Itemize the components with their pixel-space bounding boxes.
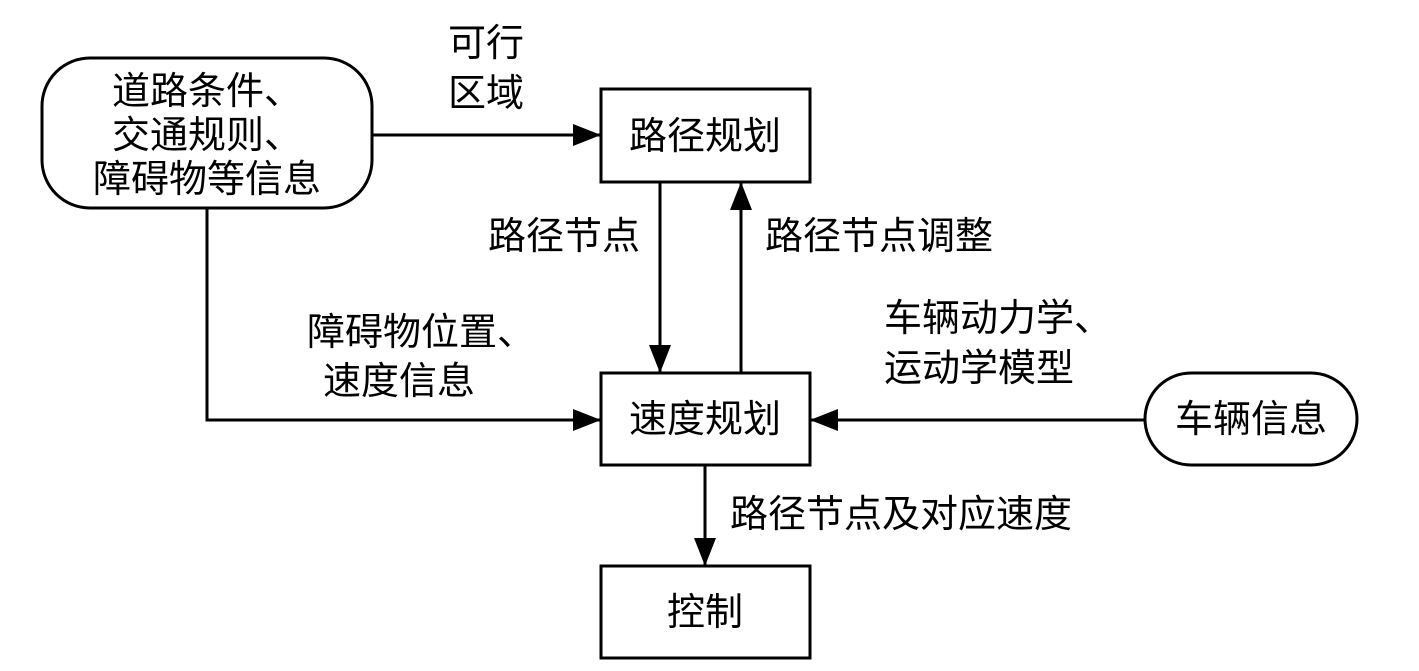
vehicle-info-label: 车辆信息 bbox=[1175, 397, 1327, 441]
control-label: 控制 bbox=[667, 590, 743, 634]
node-speed-planning: 速度规划 bbox=[599, 371, 812, 467]
node-env-info: 道路条件、 交通规则、 障碍物等信息 bbox=[40, 56, 374, 210]
edge-vehicle-model: 车辆动力学、 运动学模型 bbox=[810, 296, 1145, 431]
node-path-planning: 路径规划 bbox=[599, 87, 812, 184]
edge-vehicle-model-label-1: 车辆动力学、 bbox=[884, 296, 1112, 340]
edge-feasible-region-label-1: 可行 bbox=[448, 21, 524, 65]
edge-feasible-region-label-2: 区域 bbox=[448, 71, 524, 115]
node-vehicle-info: 车辆信息 bbox=[1143, 371, 1359, 467]
control-box bbox=[599, 564, 812, 660]
edge-obstacle-state-label-2: 速度信息 bbox=[323, 359, 475, 403]
edge-path-nodes: 路径节点 bbox=[488, 182, 671, 373]
speed-planning-label: 速度规划 bbox=[629, 397, 781, 441]
path-planning-label: 路径规划 bbox=[629, 114, 781, 158]
edge-obstacle-state-line bbox=[205, 208, 601, 431]
env-info-line-2: 交通规则、 bbox=[112, 113, 302, 157]
speed-planning-box bbox=[599, 371, 812, 467]
edge-path-nodes-label: 路径节点 bbox=[488, 214, 640, 258]
edge-nodes-with-speed-label: 路径节点及对应速度 bbox=[730, 492, 1072, 536]
edge-obstacle-state: 障碍物位置、 速度信息 bbox=[205, 208, 601, 431]
env-info-line-1: 道路条件、 bbox=[112, 69, 302, 113]
edge-path-node-adjust-label: 路径节点调整 bbox=[765, 214, 993, 258]
edge-path-node-adjust: 路径节点调整 bbox=[730, 182, 993, 373]
edge-vehicle-model-label-2: 运动学模型 bbox=[884, 346, 1074, 390]
node-control: 控制 bbox=[599, 564, 812, 660]
edge-obstacle-state-label-1: 障碍物位置、 bbox=[307, 310, 535, 354]
env-info-line-3: 障碍物等信息 bbox=[93, 157, 321, 201]
edge-nodes-with-speed: 路径节点及对应速度 bbox=[694, 465, 1072, 566]
path-planning-box bbox=[599, 87, 812, 184]
edge-feasible-region: 可行 区域 bbox=[372, 21, 601, 146]
